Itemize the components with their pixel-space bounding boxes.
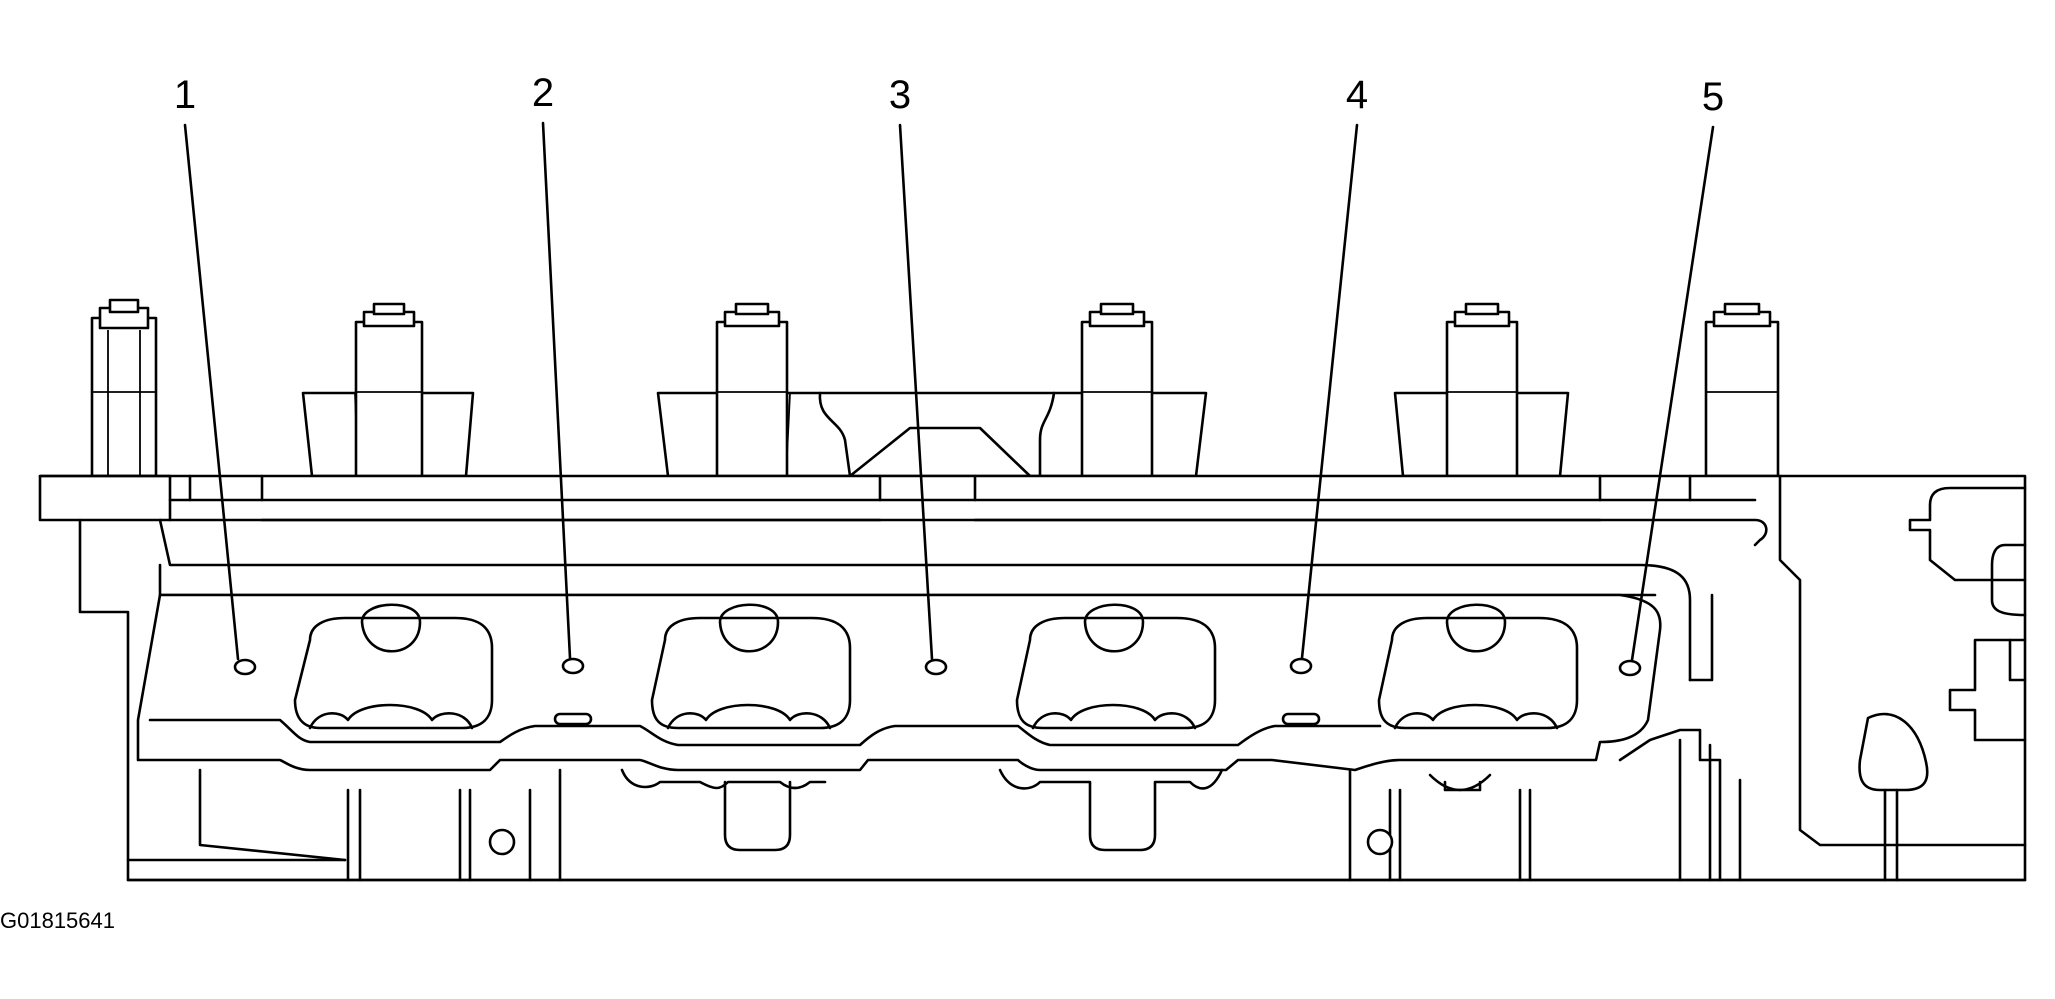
stud-hole-4 xyxy=(1289,657,1313,675)
callout-label-4: 4 xyxy=(1346,73,1368,117)
stud-hole-5 xyxy=(1618,659,1642,677)
post-2 xyxy=(354,302,424,478)
manifold-flange xyxy=(136,593,1662,772)
slot-right xyxy=(1281,712,1321,726)
post-4 xyxy=(1080,302,1154,478)
callouts: 1 2 3 4 5 xyxy=(174,71,1724,119)
callout-label-2: 2 xyxy=(532,71,554,115)
post-5 xyxy=(1445,302,1519,478)
dowel-hole-left xyxy=(488,828,516,856)
stud-hole-1 xyxy=(233,658,257,676)
slot-left xyxy=(553,712,593,726)
figure-id: G01815641 xyxy=(0,908,115,933)
callout-label-1: 1 xyxy=(174,73,196,117)
post-6 xyxy=(1704,302,1780,478)
callout-label-3: 3 xyxy=(889,73,911,117)
exhaust-port-1 xyxy=(293,603,494,730)
post-3 xyxy=(715,302,789,478)
exhaust-port-4 xyxy=(1377,603,1579,730)
lower-block xyxy=(126,728,2027,882)
callout-leaders xyxy=(183,121,1715,662)
post-1 xyxy=(90,298,158,478)
stud-hole-2 xyxy=(561,657,585,675)
callout-label-5: 5 xyxy=(1702,75,1724,119)
top-bosses xyxy=(90,298,1780,478)
stud-hole-3 xyxy=(924,658,948,676)
dowel-hole-right xyxy=(1366,828,1394,856)
exhaust-port-2 xyxy=(650,603,852,730)
exhaust-port-3 xyxy=(1015,603,1217,730)
